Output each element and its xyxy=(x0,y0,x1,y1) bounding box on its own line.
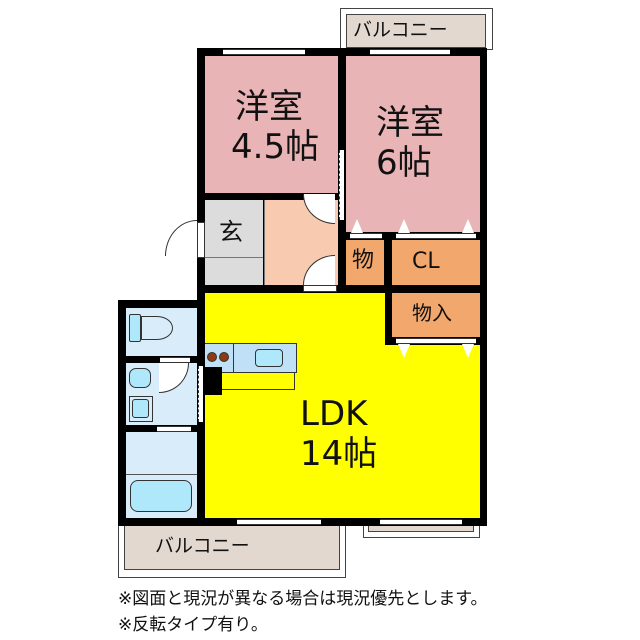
washroom xyxy=(126,363,197,425)
bathroom xyxy=(126,432,197,518)
ldk-name: LDK xyxy=(300,394,368,434)
stove-burner-icon xyxy=(207,352,217,362)
kitchen-bar xyxy=(220,373,295,390)
closet-door-arrow-icon xyxy=(398,219,410,233)
kitchen-fridge-block xyxy=(204,367,222,395)
front-door-leaf[interactable] xyxy=(197,222,205,258)
balcony-bottom-label: バルコニー xyxy=(155,535,250,557)
toilet-door[interactable] xyxy=(160,357,190,363)
storage-small: 物 xyxy=(346,240,384,285)
western-room-4-5-name: 洋室 xyxy=(235,87,303,127)
window-room-6 xyxy=(370,49,450,55)
balcony-top-label: バルコニー xyxy=(353,19,448,41)
toilet xyxy=(126,308,197,356)
western-room-4-5: 洋室 4.5帖 xyxy=(205,56,338,193)
balcony-top: バルコニー xyxy=(346,14,486,48)
front-door-swing[interactable] xyxy=(165,220,197,256)
balcony-bottom: バルコニー xyxy=(124,520,340,570)
disclaimer-note: ※図面と現況が異なる場合は現況優先とします。 xyxy=(118,589,488,609)
storage-door-arrow-icon xyxy=(398,344,410,358)
closet-door-arrow-icon xyxy=(462,219,474,233)
reverse-type-note: ※反転タイプ有り。 xyxy=(118,615,268,635)
western-room-4-5-size: 4.5帖 xyxy=(231,127,320,167)
bath-door[interactable] xyxy=(157,426,191,432)
kitchen-sink-icon xyxy=(255,349,283,367)
storage-closet-door[interactable] xyxy=(396,338,476,344)
closet-door-arrow-icon xyxy=(351,219,363,233)
closet: CL xyxy=(392,240,480,285)
washroom-door-swing xyxy=(159,363,189,393)
window-ldk-bottom-right xyxy=(380,519,462,525)
bathroom-divider xyxy=(126,474,197,475)
ldk-size: 14帖 xyxy=(300,434,378,474)
wash-sliding-door xyxy=(198,366,203,422)
wash-basin-icon xyxy=(129,368,151,388)
storage-door-arrow-icon xyxy=(462,344,474,358)
western-room-6-name: 洋室 xyxy=(376,103,444,143)
western-room-6: 洋室 6帖 xyxy=(346,56,480,232)
entrance-label: 玄 xyxy=(219,218,243,246)
toilet-bowl-icon xyxy=(141,316,173,340)
closet-label: CL xyxy=(412,249,440,274)
bathtub-icon xyxy=(130,480,192,512)
room-6-sliding-door[interactable] xyxy=(339,150,344,220)
storage-small-door[interactable] xyxy=(350,233,382,239)
washing-machine-icon xyxy=(129,396,153,422)
ldk-door-threshold xyxy=(303,285,337,292)
western-room-6-size: 6帖 xyxy=(376,143,432,183)
window-ldk-bottom-left xyxy=(237,519,321,525)
counter-divider xyxy=(233,344,234,374)
storage-closet: 物入 xyxy=(392,293,480,337)
storage-closet-label: 物入 xyxy=(412,301,452,325)
entrance-step-line xyxy=(205,257,263,258)
storage-small-label: 物 xyxy=(352,248,375,273)
closet-door[interactable] xyxy=(396,233,476,239)
toilet-tank-icon xyxy=(129,314,141,342)
window-room-4-5 xyxy=(223,49,305,55)
entrance: 玄 xyxy=(205,200,263,285)
stove-burner-icon xyxy=(219,352,229,362)
